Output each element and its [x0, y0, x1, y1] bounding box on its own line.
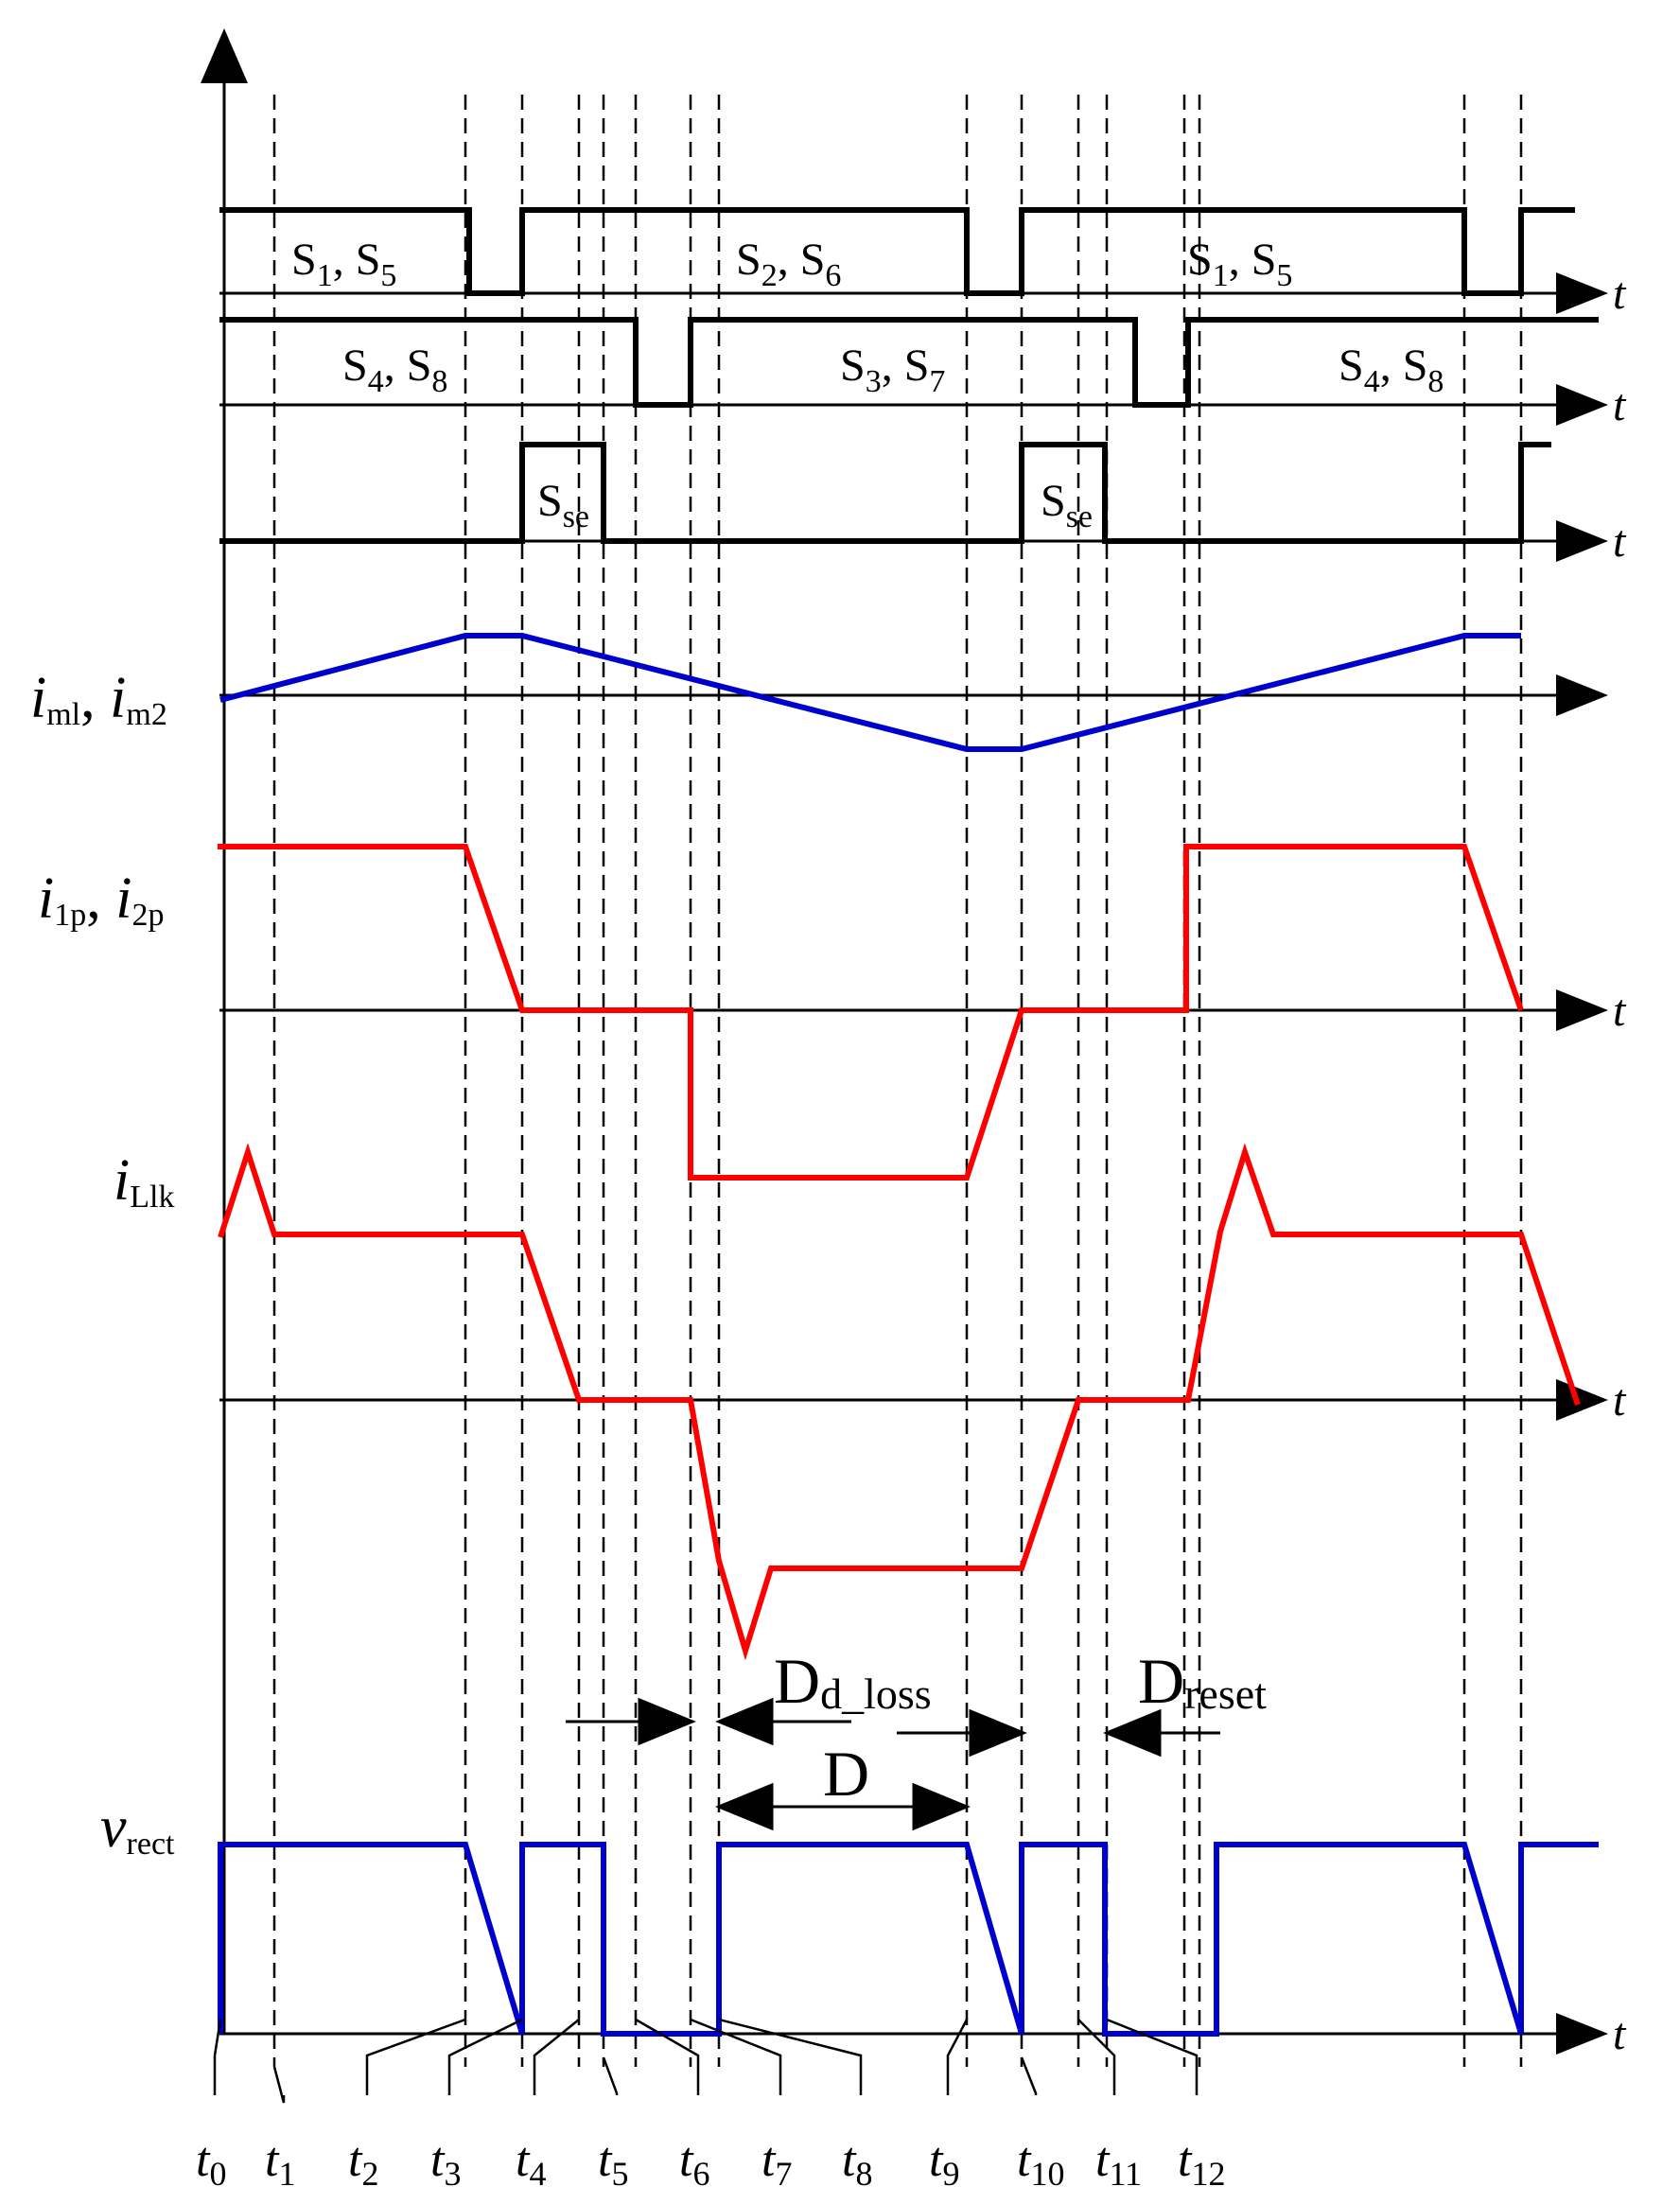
- time-label-t11: t11: [1095, 2133, 1142, 2193]
- time-label-t1: t1: [265, 2133, 295, 2193]
- label-s1-s5-second: S1, S5: [1187, 235, 1292, 293]
- time-label-leader-7: [690, 2018, 782, 2095]
- label-s1-s5: S1, S5: [291, 235, 396, 293]
- time-axis-arrowhead-1: [1556, 384, 1608, 426]
- waveform-sse: [219, 442, 1551, 544]
- time-axis-arrowhead-0: [1556, 272, 1608, 314]
- label-sse: Sse: [537, 476, 589, 534]
- time-axis-symbol-2: t: [1613, 516, 1627, 567]
- waveform-s1-s5: [219, 207, 1575, 296]
- time-label-leader-3: [447, 2018, 523, 2095]
- label-s4-s8-second: S4, S8: [1339, 341, 1444, 399]
- time-label-leader-2: [365, 2018, 466, 2095]
- time-labels: t0 t1 t2 t3 t4 t5 t6 t7 t8 t9 t10 t11 t12: [196, 2018, 1225, 2193]
- annotation-dead-time-arrow: [566, 1697, 696, 1746]
- label-magnetizing-current: iml, im2: [30, 666, 167, 732]
- time-label-leader-12: [1106, 2018, 1199, 2095]
- time-label-leader-1: [272, 2066, 286, 2104]
- time-label-t8: t8: [842, 2133, 872, 2193]
- time-marker-lines: [272, 95, 1523, 2067]
- time-label-t7: t7: [761, 2133, 792, 2193]
- time-label-leader-6: [635, 2018, 700, 2095]
- time-label-t9: t9: [929, 2133, 959, 2193]
- time-label-t4: t4: [516, 2133, 546, 2193]
- waveform-primary-current: [218, 844, 1524, 1181]
- waveform-leakage-current: [218, 1143, 1581, 1661]
- annotation-duty-arrow: [715, 1782, 971, 1831]
- time-label-t3: t3: [430, 2133, 461, 2193]
- label-duty-loss: Dd_loss: [774, 1645, 932, 1718]
- time-axis-arrowhead-5: [1556, 1379, 1608, 1421]
- time-label-leader-0: [213, 2019, 222, 2095]
- label-duty: D: [823, 1738, 869, 1810]
- annotation-duty-loss-arrow: [715, 1697, 1027, 1758]
- label-leakage-current: iLlk: [114, 1148, 174, 1215]
- time-axis-symbol-6: t: [1613, 2009, 1627, 2059]
- time-axis-symbol-0: t: [1613, 269, 1627, 319]
- label-s3-s7: S3, S7: [840, 341, 945, 399]
- time-label-t12: t12: [1178, 2133, 1225, 2193]
- time-label-leader-4: [533, 2019, 580, 2095]
- time-axis-symbol-4: t: [1613, 986, 1627, 1036]
- time-label-t10: t10: [1017, 2133, 1064, 2193]
- time-label-leader-5: [602, 2056, 619, 2095]
- gate-signal-s1-s5: [219, 207, 1575, 296]
- time-axis-arrowhead-2: [1556, 520, 1608, 562]
- gate-signal-sse: [219, 442, 1551, 544]
- annotation-reset-arrow: [1103, 1708, 1220, 1758]
- label-s4-s8: S4, S8: [342, 341, 447, 399]
- waveform-s4-s8: [219, 317, 1599, 408]
- vertical-axis: [201, 28, 248, 2034]
- label-sse-second: Sse: [1041, 476, 1093, 534]
- label-s2-s6: S2, S6: [736, 235, 841, 293]
- time-axis-arrowhead-3: [1556, 674, 1608, 716]
- label-rectifier-voltage: vrect: [100, 1795, 175, 1862]
- label-primary-current: i1p, i2p: [38, 866, 164, 933]
- time-label-leader-8: [718, 2018, 863, 2095]
- time-label-t6: t6: [679, 2133, 709, 2193]
- time-axis-arrowhead-4: [1556, 989, 1608, 1031]
- gate-signal-s4-s8: [219, 317, 1599, 408]
- time-label-t2: t2: [348, 2133, 378, 2193]
- time-label-leader-9: [946, 2019, 969, 2095]
- time-axis-arrowhead-6: [1556, 2013, 1608, 2055]
- time-label-t5: t5: [598, 2133, 628, 2193]
- waveform-rectifier-voltage: [218, 1842, 1599, 2037]
- label-reset: Dreset: [1138, 1645, 1267, 1718]
- time-axis-symbol-5: t: [1613, 1375, 1627, 1426]
- time-label-leader-10: [1020, 2056, 1038, 2095]
- time-label-t0: t0: [196, 2133, 226, 2193]
- time-axis-symbol-1: t: [1613, 380, 1627, 430]
- time-label-leader-11: [1077, 2019, 1116, 2095]
- waveform-magnetizing-current: [219, 633, 1521, 752]
- time-axes: t t t t t t: [219, 269, 1627, 2059]
